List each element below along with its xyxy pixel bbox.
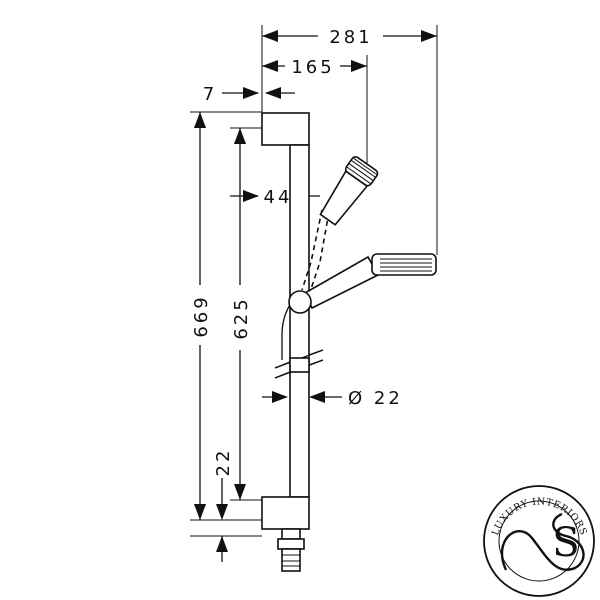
dimension-625: 625 — [231, 128, 252, 500]
dimension-44-label: 44 — [264, 187, 293, 208]
dimension-7: 7 — [203, 84, 295, 105]
vertical-rail — [289, 144, 310, 498]
dimension-281: 281 — [262, 27, 437, 48]
handshower — [288, 253, 437, 314]
dimension-diameter-22: Ø 22 — [262, 388, 403, 409]
top-wall-bracket — [261, 112, 310, 146]
dimension-22-bottom: 22 — [190, 448, 262, 562]
dimension-669: 669 — [191, 112, 212, 520]
dimension-diameter-label: Ø 22 — [348, 388, 403, 409]
dimension-22-label: 22 — [213, 448, 234, 477]
luxury-interiors-logo: LUXURY INTERIORS S — [483, 485, 595, 597]
logo-monogram: S — [552, 520, 579, 566]
logo-monogram-icon: S — [500, 512, 585, 571]
shower-rail-assembly — [261, 112, 437, 572]
dimension-7-label: 7 — [203, 84, 217, 105]
rail-slider-break — [274, 349, 324, 379]
bottom-wall-bracket — [261, 496, 310, 530]
dimension-281-label: 281 — [329, 27, 372, 48]
hose-connector — [277, 528, 305, 572]
handshower-tilted — [319, 156, 379, 226]
dimension-625-label: 625 — [231, 296, 252, 339]
holder-pivot — [288, 290, 312, 314]
dimension-669-label: 669 — [191, 294, 212, 337]
handshower-tilted-outline — [301, 209, 330, 293]
extension-lines — [190, 25, 438, 521]
dimension-165: 165 — [262, 57, 367, 78]
dimension-165-label: 165 — [291, 57, 334, 78]
